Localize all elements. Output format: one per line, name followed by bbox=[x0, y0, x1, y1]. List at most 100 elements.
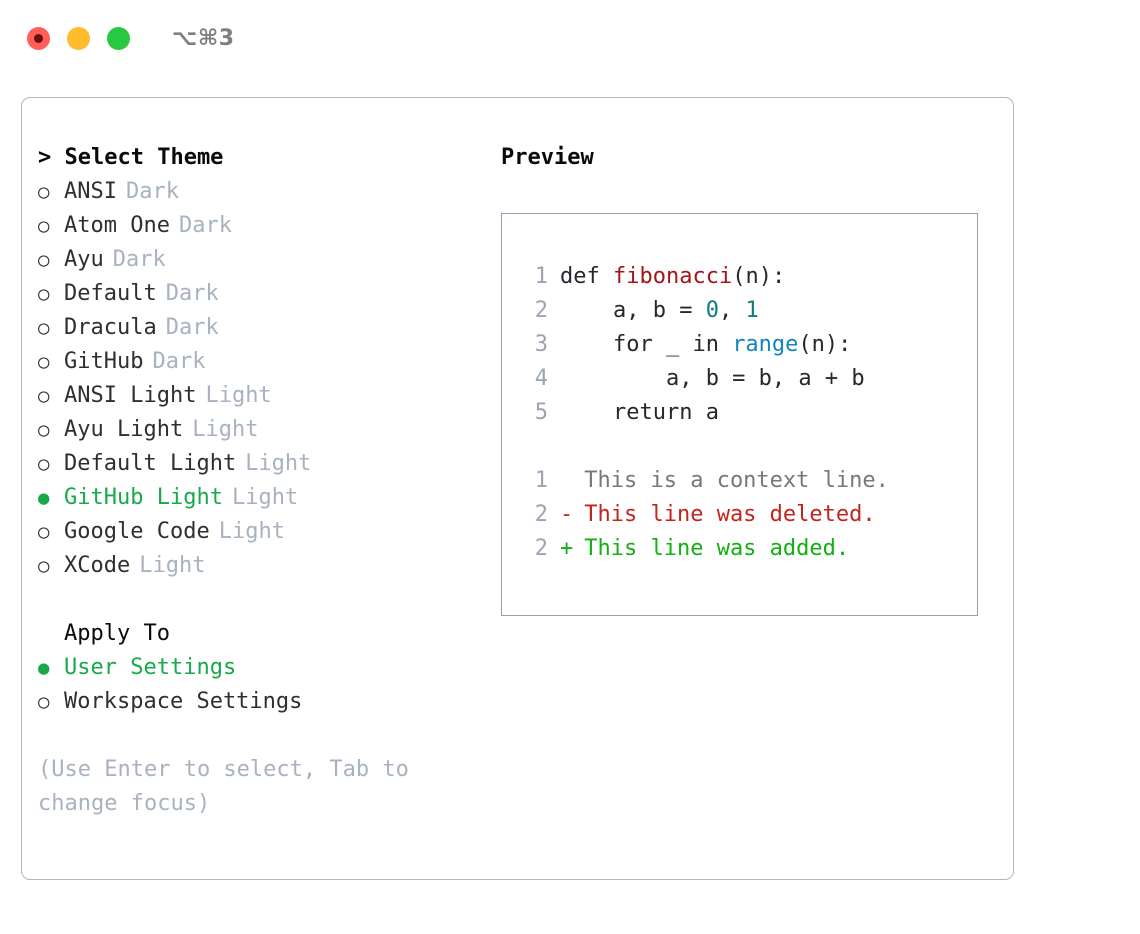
theme-option-ayu-light[interactable]: ○ Ayu Light Light bbox=[38, 413, 478, 447]
apply-to-heading: Apply To bbox=[64, 621, 170, 646]
code-token: return a bbox=[560, 400, 719, 425]
diff-line-content: This line was added. bbox=[571, 536, 850, 561]
code-line-number: 1 bbox=[534, 264, 548, 289]
theme-option-name: Google Code bbox=[64, 519, 210, 544]
code-line: 4 a, b = b, a + b bbox=[502, 362, 977, 396]
minimize-button[interactable] bbox=[67, 26, 90, 50]
theme-option-name: Ayu bbox=[64, 247, 104, 272]
radio-unselected-icon: ○ bbox=[38, 555, 50, 577]
code-line: 1 def fibonacci(n): bbox=[502, 260, 977, 294]
code-token: (n): bbox=[732, 264, 786, 289]
apply-to-option-label: Workspace Settings bbox=[64, 689, 303, 714]
theme-option-kind: Dark bbox=[165, 315, 219, 340]
code-token: 0 bbox=[705, 298, 719, 323]
theme-option-ayu[interactable]: ○ Ayu Dark bbox=[38, 243, 478, 277]
radio-selected-icon: ● bbox=[38, 487, 50, 509]
theme-option-name: ANSI Light bbox=[64, 383, 197, 408]
radio-unselected-icon: ○ bbox=[38, 249, 50, 271]
code-line-number: 4 bbox=[534, 366, 548, 391]
theme-option-kind: Light bbox=[139, 553, 206, 578]
diff-line-content: This is a context line. bbox=[571, 468, 889, 493]
keyboard-shortcut-label: ⌥⌘3 bbox=[172, 25, 235, 51]
theme-option-dracula[interactable]: ○ Dracula Dark bbox=[38, 311, 478, 345]
apply-to-option-workspace-settings[interactable]: ○ Workspace Settings bbox=[38, 685, 478, 719]
code-line-content: def fibonacci(n): bbox=[560, 260, 785, 294]
diff-marker bbox=[560, 464, 571, 498]
diff-line: 2 + This line was added. bbox=[502, 532, 977, 566]
code-token: for _ in bbox=[560, 332, 733, 357]
apply-to-option-user-settings[interactable]: ● User Settings bbox=[38, 651, 478, 685]
diff-marker: - bbox=[560, 502, 574, 527]
code-line-content: a, b = b, a + b bbox=[560, 362, 865, 396]
apply-to-options[interactable]: ● User Settings ○ Workspace Settings bbox=[38, 651, 478, 719]
theme-option-github-light[interactable]: ● GitHub Light Light bbox=[38, 481, 478, 515]
apply-to-section: Apply To ● User Settings ○ Workspace Settin… bbox=[38, 617, 478, 719]
code-line-number: 5 bbox=[534, 400, 548, 425]
radio-unselected-icon: ○ bbox=[38, 317, 50, 339]
code-line-content: return a bbox=[560, 396, 719, 430]
theme-option-name: Ayu Light bbox=[64, 417, 184, 442]
theme-option-name: GitHub Light bbox=[64, 485, 223, 510]
theme-option-ansi[interactable]: ○ ANSI Dark bbox=[38, 175, 478, 209]
code-token: def bbox=[560, 264, 613, 289]
theme-option-name: ANSI bbox=[64, 179, 117, 204]
theme-option-kind: Dark bbox=[112, 247, 166, 272]
radio-unselected-icon: ○ bbox=[38, 181, 50, 203]
theme-option-default[interactable]: ○ Default Dark bbox=[38, 277, 478, 311]
theme-option-kind: Dark bbox=[125, 179, 179, 204]
theme-option-name: Dracula bbox=[64, 315, 157, 340]
radio-unselected-icon: ○ bbox=[38, 215, 50, 237]
code-token: 1 bbox=[745, 298, 759, 323]
theme-option-name: Default bbox=[64, 281, 157, 306]
theme-option-default-light[interactable]: ○ Default Light Light bbox=[38, 447, 478, 481]
close-button[interactable] bbox=[27, 26, 50, 50]
diff-marker: + bbox=[560, 536, 574, 561]
theme-option-kind: Dark bbox=[165, 281, 219, 306]
theme-option-kind: Light bbox=[192, 417, 259, 442]
theme-option-kind: Light bbox=[205, 383, 272, 408]
diff-line-number: 2 bbox=[534, 536, 548, 561]
radio-unselected-icon: ○ bbox=[38, 419, 50, 441]
radio-unselected-icon: ○ bbox=[38, 521, 50, 543]
code-token: fibonacci bbox=[612, 264, 733, 289]
theme-option-name: Atom One bbox=[64, 213, 170, 238]
theme-option-name: Default Light bbox=[64, 451, 237, 476]
diff-line-number: 2 bbox=[534, 502, 548, 527]
code-line-content: for _ in range(n): bbox=[560, 328, 851, 362]
radio-unselected-icon: ○ bbox=[38, 691, 50, 713]
theme-option-kind: Light bbox=[231, 485, 299, 510]
radio-unselected-icon: ○ bbox=[38, 453, 50, 475]
code-token: , bbox=[718, 298, 746, 323]
apply-to-option-label: User Settings bbox=[64, 655, 237, 680]
code-line-number: 3 bbox=[534, 332, 548, 357]
radio-unselected-icon: ○ bbox=[38, 283, 50, 305]
code-line: 5 return a bbox=[502, 396, 977, 430]
diff-line: 1 This is a context line. bbox=[502, 464, 977, 498]
diff-line: 2- This line was deleted. bbox=[502, 498, 977, 532]
code-line-content: a, b = 0, 1 bbox=[560, 294, 759, 328]
diff-line-content: This line was deleted. bbox=[571, 502, 876, 527]
maximize-button[interactable] bbox=[107, 26, 130, 50]
radio-unselected-icon: ○ bbox=[38, 351, 50, 373]
theme-option-xcode[interactable]: ○ XCode Light bbox=[38, 549, 478, 583]
theme-option-name: XCode bbox=[64, 553, 131, 578]
theme-option-kind: Light bbox=[245, 451, 312, 476]
theme-option-name: GitHub bbox=[64, 349, 144, 374]
preview-heading: Preview bbox=[501, 145, 594, 170]
code-token: a, b = b, a + b bbox=[560, 366, 865, 391]
code-line: 3 for _ in range(n): bbox=[502, 328, 977, 362]
code-token: range bbox=[732, 332, 799, 357]
radio-selected-icon: ● bbox=[38, 657, 50, 679]
code-line: 2 a, b = 0, 1 bbox=[502, 294, 977, 328]
